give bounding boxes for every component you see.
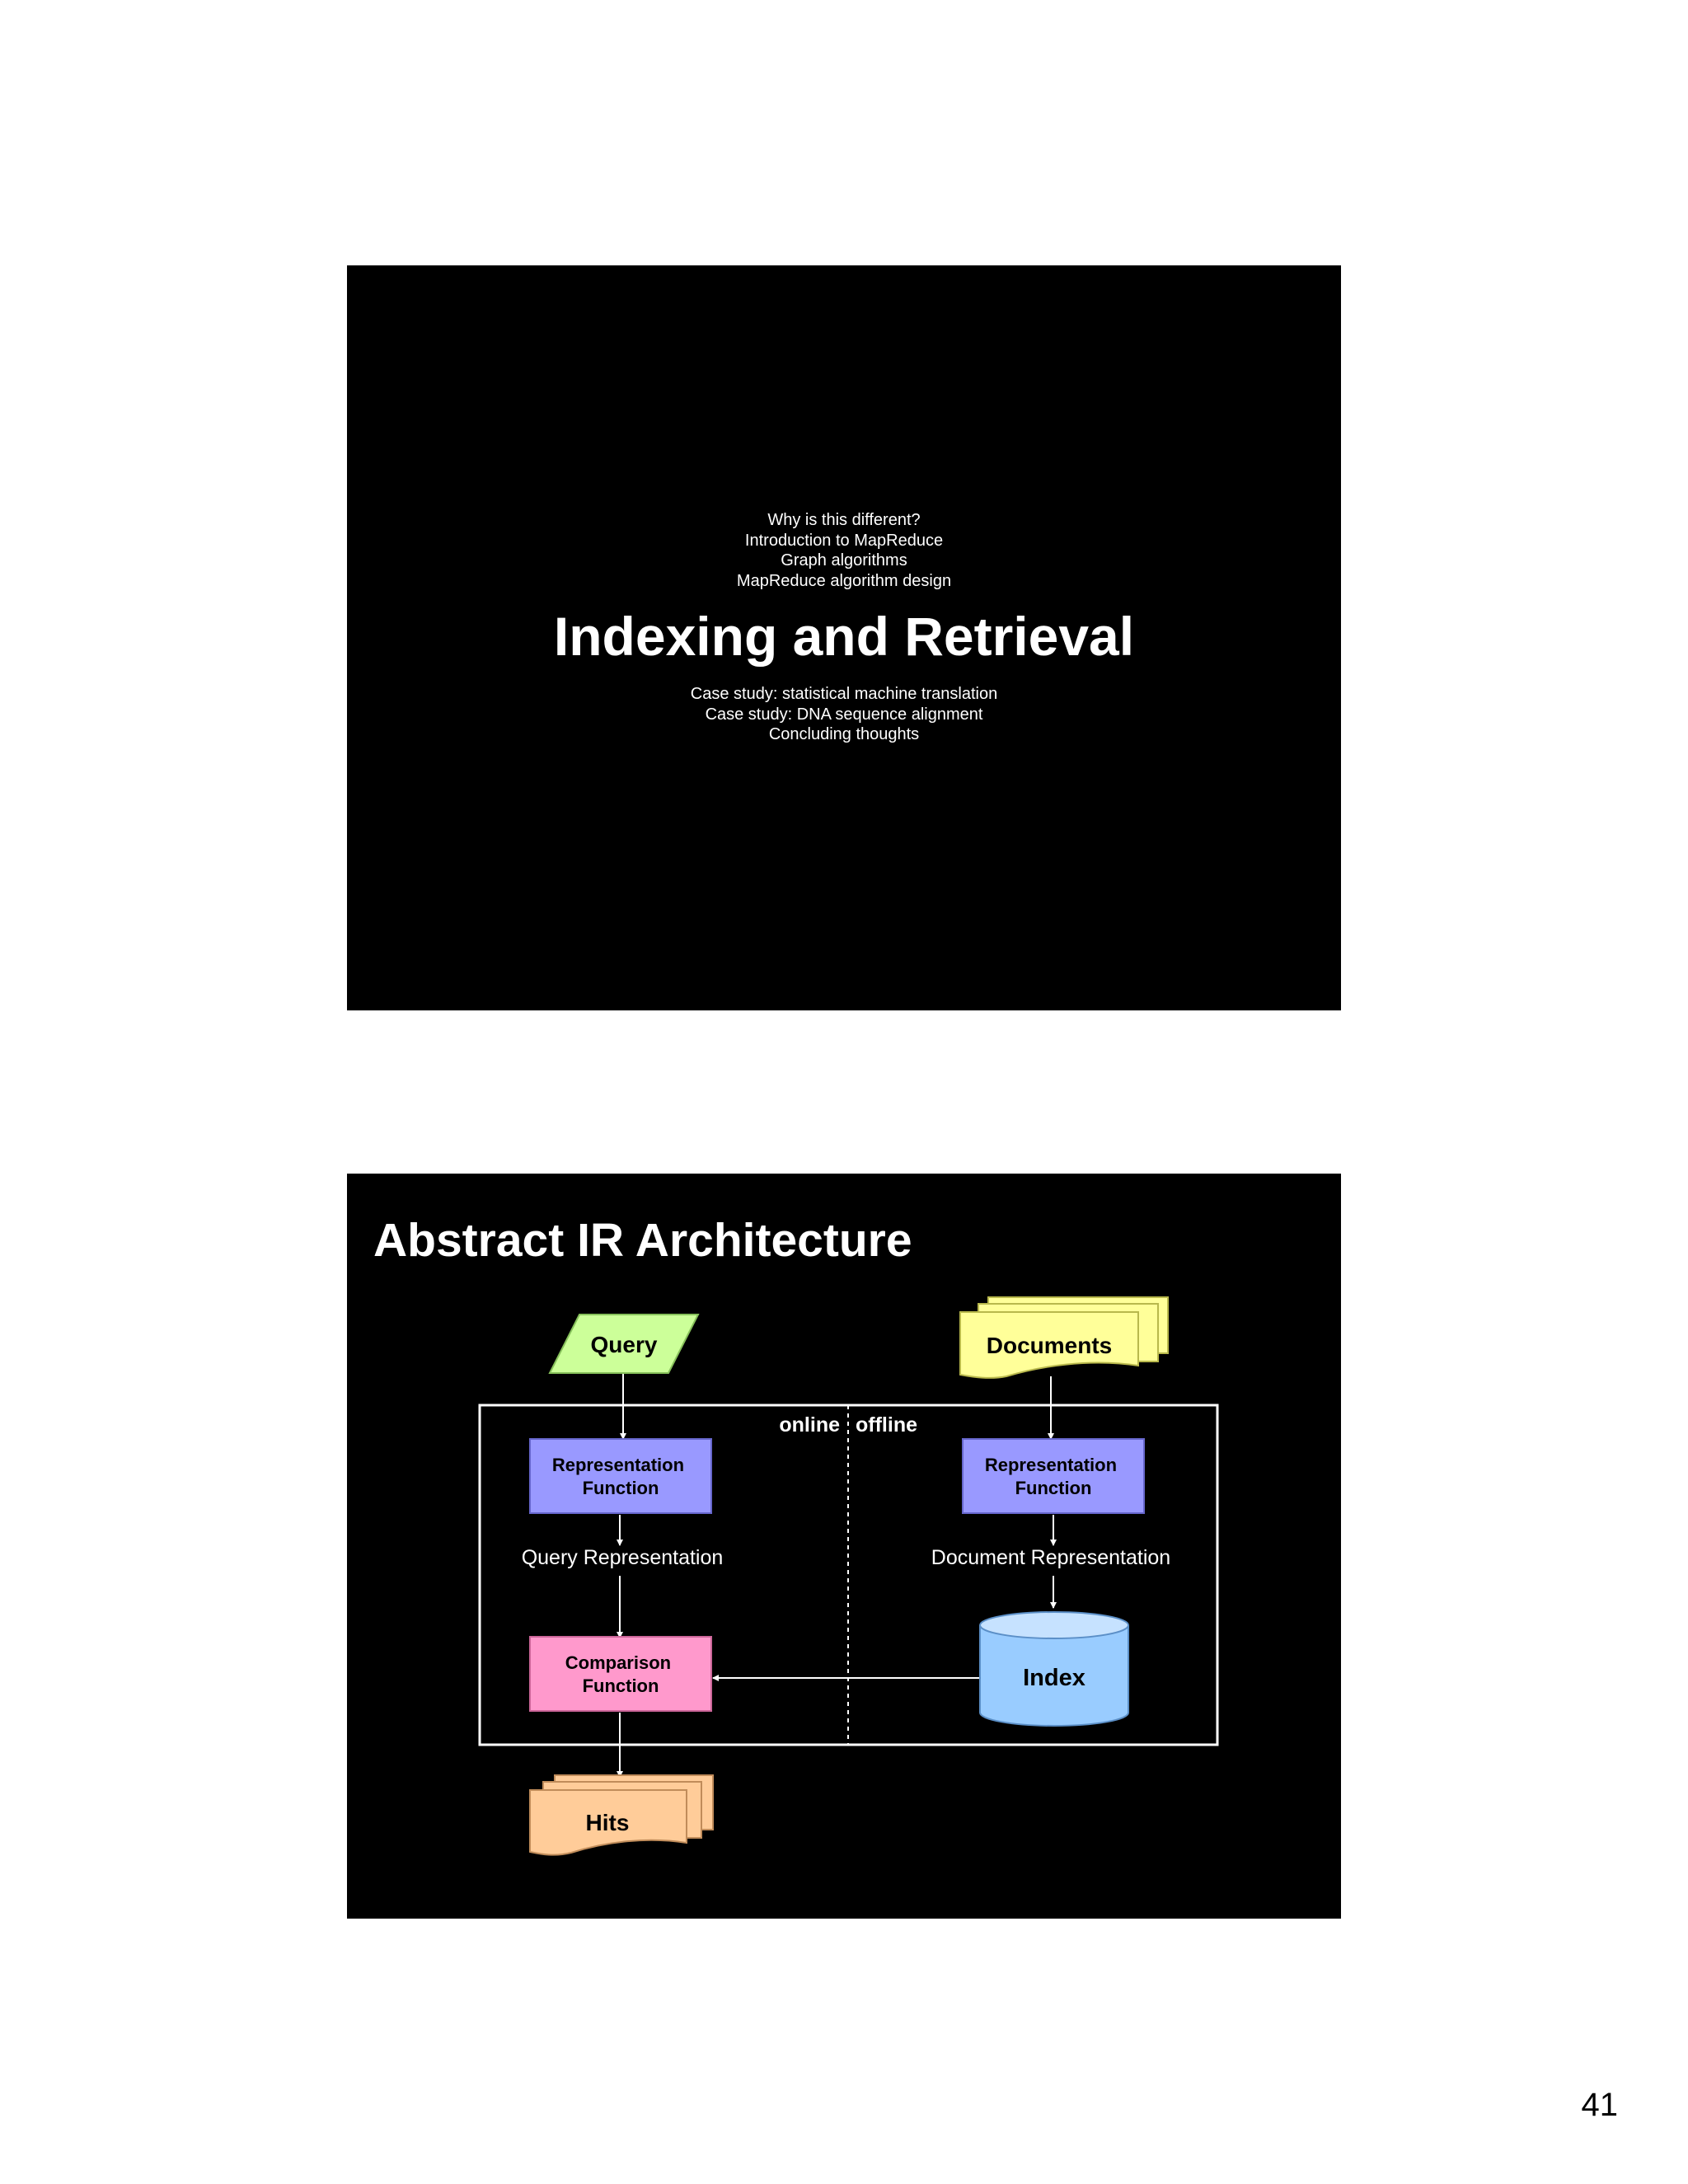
- agenda-list-before: Why is this different? Introduction to M…: [347, 510, 1341, 591]
- slide-indexing-and-retrieval: Why is this different? Introduction to M…: [347, 265, 1341, 1010]
- agenda-item: MapReduce algorithm design: [736, 571, 952, 590]
- query-label: Query: [591, 1332, 658, 1357]
- query-shape: [548, 1314, 700, 1374]
- section-title: Indexing and Retrieval: [553, 606, 1135, 667]
- document-representation-function-box: [962, 1438, 1145, 1514]
- documents-shape: [959, 1296, 1169, 1379]
- offline-label: offline: [856, 1413, 917, 1436]
- slide-title: Abstract IR Architecture: [373, 1214, 912, 1267]
- page-number: 41: [1581, 2087, 1619, 2123]
- online-label: online: [779, 1413, 840, 1436]
- agenda-item: Introduction to MapReduce: [744, 531, 944, 550]
- hits-label: Hits: [586, 1810, 630, 1835]
- agenda-item: Graph algorithms: [781, 551, 907, 569]
- query-representation-function-label: Representation Function: [552, 1455, 689, 1498]
- agenda-item: Case study: statistical machine translat…: [690, 685, 998, 703]
- agenda-item: Case study: DNA sequence alignment: [705, 705, 983, 724]
- index-label: Index: [1023, 1665, 1085, 1691]
- document-representation-label: Document Representation: [931, 1546, 1170, 1569]
- ir-architecture-diagram: online offline Query Documents Represent…: [478, 1296, 1219, 1856]
- query-representation-function-box: [529, 1438, 712, 1514]
- comparison-function-box: [529, 1636, 712, 1712]
- query-representation-label: Query Representation: [522, 1546, 724, 1569]
- document-representation-function-label: Representation Function: [985, 1455, 1122, 1498]
- agenda-item: Concluding thoughts: [768, 725, 920, 743]
- hits-shape: [529, 1774, 714, 1856]
- connectors: [617, 1373, 1057, 1778]
- agenda-list-after: Case study: statistical machine translat…: [347, 684, 1341, 745]
- agenda-item: Why is this different?: [767, 511, 921, 529]
- comparison-function-label: Comparison Function: [565, 1652, 676, 1696]
- slide-abstract-ir-architecture: online offline Query Documents Represent…: [347, 1174, 1341, 1919]
- index-cylinder: [979, 1611, 1129, 1727]
- documents-label: Documents: [987, 1333, 1112, 1358]
